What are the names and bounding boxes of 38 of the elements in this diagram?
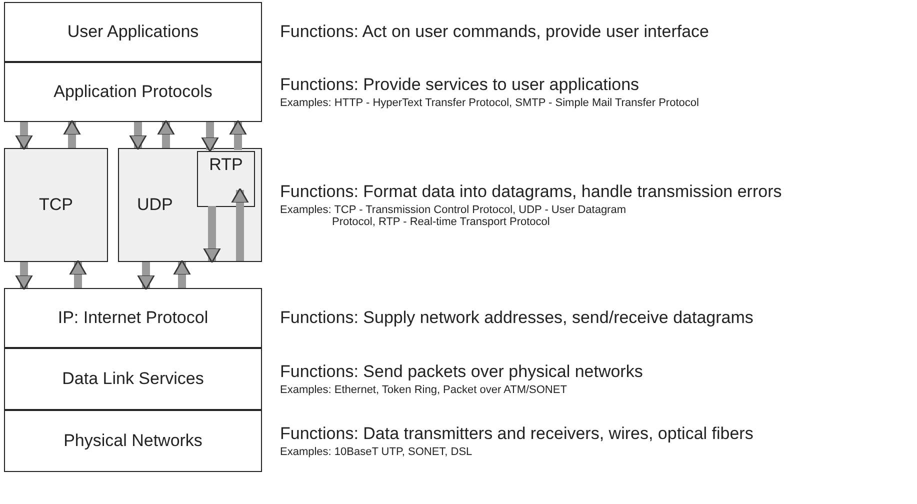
layer-label: IP: Internet Protocol (58, 308, 208, 328)
arrow (17, 122, 31, 150)
arrow (233, 188, 247, 261)
arrow (65, 120, 79, 148)
layer-box (4, 288, 262, 348)
arrow (17, 262, 31, 290)
arrow (159, 120, 173, 148)
functions-text: Functions: Act on user commands, provide user interface (280, 22, 709, 42)
layer-label: UDP (137, 195, 173, 215)
layer-label: TCP (39, 195, 73, 215)
examples-text: Examples: TCP - Transmission Control Protocol, UDP - User Datagram Protocol, RTP - Real-time Transport Protocol (280, 204, 628, 228)
arrow (175, 260, 189, 288)
functions-text: Functions: Provide services to user applications (280, 75, 640, 95)
arrow (203, 122, 217, 152)
layer-label: User Applications (67, 22, 199, 42)
protocol-box (118, 148, 262, 262)
layer-label: RTP (209, 155, 243, 175)
arrow (231, 120, 245, 150)
layer-label: Application Protocols (54, 82, 212, 102)
examples-text: Examples: 10BaseT UTP, SONET, DSL (280, 446, 474, 458)
arrow (205, 206, 219, 263)
layer-box (4, 2, 262, 62)
layer-box (4, 62, 262, 122)
functions-text: Functions: Supply network addresses, send/receive datagrams (280, 308, 754, 328)
arrow (139, 262, 153, 290)
protocol-box (197, 151, 255, 207)
arrow (131, 122, 145, 150)
protocol-box (4, 148, 108, 262)
functions-text: Functions: Data transmitters and receivers, wires, optical fibers (280, 424, 754, 444)
layer-box (4, 348, 262, 410)
layer-label: Physical Networks (64, 431, 202, 451)
examples-text: Examples: Ethernet, Token Ring, Packet over ATM/SONET (280, 384, 568, 396)
layer-box (4, 410, 262, 472)
functions-text: Functions: Format data into datagrams, handle transmission errors (280, 182, 782, 202)
layer-label: Data Link Services (62, 369, 204, 389)
functions-text: Functions: Send packets over physical networks (280, 362, 643, 382)
examples-text: Examples: HTTP - HyperText Transfer Protocol, SMTP - Simple Mail Transfer Protocol (280, 97, 699, 109)
arrow (71, 260, 85, 288)
